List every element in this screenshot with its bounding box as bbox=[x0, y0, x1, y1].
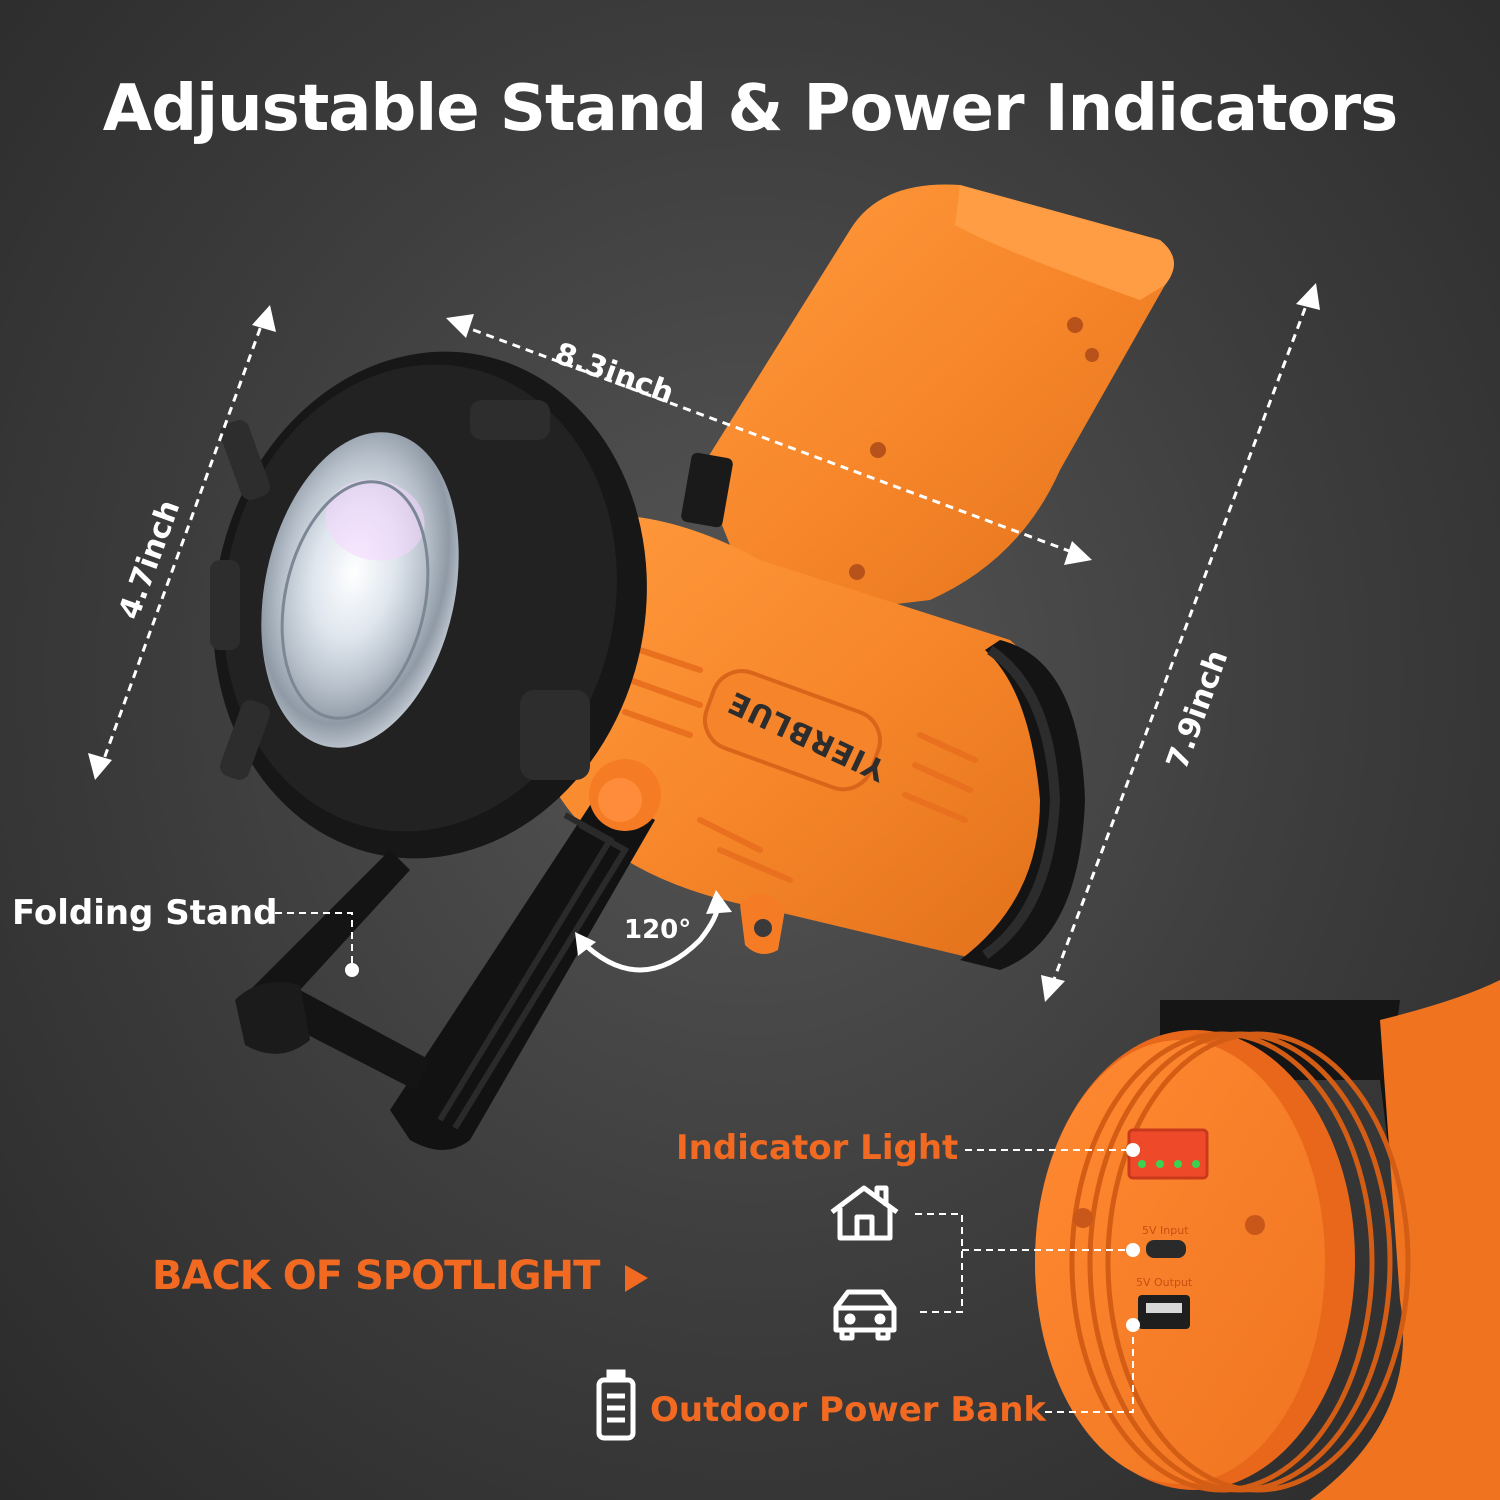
battery-icon bbox=[596, 1369, 636, 1441]
angle-arc bbox=[578, 899, 721, 973]
back-of-spotlight-label: BACK OF SPOTLIGHT bbox=[152, 1253, 600, 1299]
lamp-head bbox=[210, 351, 647, 859]
folding-stand bbox=[235, 759, 661, 1150]
callout-lines bbox=[275, 912, 1134, 1413]
folding-stand-label: Folding Stand bbox=[12, 893, 278, 933]
stand-angle-label: 120° bbox=[624, 915, 692, 945]
handle bbox=[681, 184, 1174, 620]
dimension-lines bbox=[98, 294, 1312, 991]
back-view bbox=[1035, 980, 1500, 1500]
callout-dots bbox=[345, 963, 1140, 1332]
dimension-arrowheads bbox=[88, 283, 1320, 1002]
play-triangle-icon bbox=[625, 1265, 648, 1292]
output-port-label: 5V Output bbox=[1136, 1276, 1193, 1289]
input-port-label: 5V Input bbox=[1142, 1224, 1189, 1237]
car-icon bbox=[833, 1289, 897, 1341]
page-title: Adjustable Stand & Power Indicators bbox=[102, 72, 1399, 146]
house-icon bbox=[830, 1185, 899, 1241]
spotlight-body bbox=[550, 515, 1085, 970]
outdoor-power-bank-label: Outdoor Power Bank bbox=[650, 1390, 1047, 1430]
indicator-light-label: Indicator Light bbox=[676, 1128, 959, 1168]
